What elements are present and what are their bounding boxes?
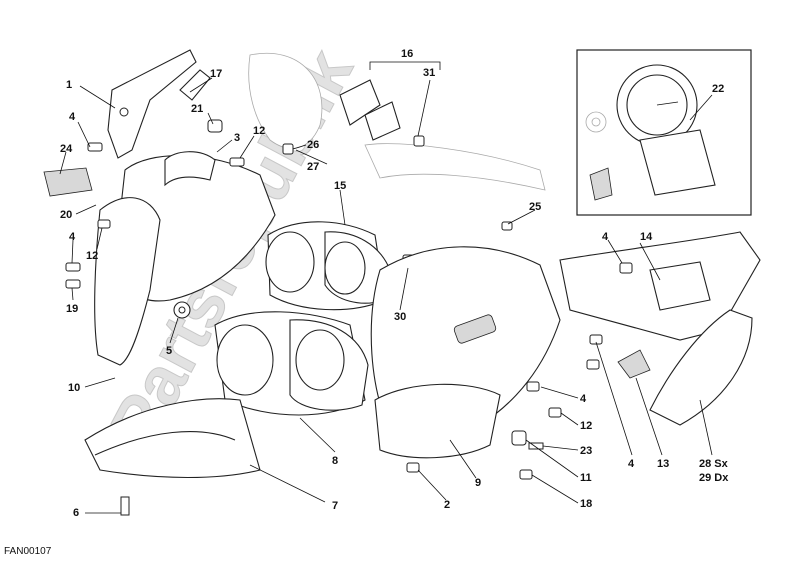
callout-4-lower-right[interactable]: 4 [628,458,635,470]
callout-8[interactable]: 8 [332,455,338,467]
callout-17[interactable]: 17 [210,68,222,80]
instrument-panel-inset[interactable] [576,49,752,216]
callout-5[interactable]: 5 [166,345,172,357]
indicator-cover-set[interactable] [339,61,441,147]
callout-12-right[interactable]: 12 [580,420,592,432]
callout-6[interactable]: 6 [73,507,79,519]
callout-4-upper-left[interactable]: 4 [69,111,76,123]
headlight-upper-assembly[interactable] [265,221,414,311]
callout-22[interactable]: 22 [712,83,724,95]
callout-10[interactable]: 10 [68,382,80,394]
callout-14[interactable]: 14 [640,231,653,243]
callout-4-right-upper[interactable]: 4 [602,231,609,243]
side-plate-part[interactable] [649,309,753,426]
callout-3[interactable]: 3 [234,132,240,144]
callout-16[interactable]: 16 [401,48,413,60]
lower-air-duct[interactable] [84,398,261,516]
rubber-buffer-part[interactable] [43,167,93,197]
callout-12-left[interactable]: 12 [86,250,98,262]
callout-24[interactable]: 24 [60,143,73,155]
callout-31[interactable]: 31 [423,67,435,79]
leader-lines [59,77,713,514]
callout-11[interactable]: 11 [580,472,592,484]
fairing-outline-faint [248,53,546,191]
callout-12-upper[interactable]: 12 [253,125,265,137]
callout-26[interactable]: 26 [307,139,319,151]
upper-bracket-part[interactable] [107,49,211,159]
callout-25[interactable]: 25 [529,201,541,213]
small-bracket-part[interactable] [617,349,651,379]
callout-23[interactable]: 23 [580,445,592,457]
callout-labels: 1 17 21 3 4 24 12 26 27 20 12 4 19 5 10 … [60,48,729,519]
callout-2[interactable]: 2 [444,499,450,511]
callout-13[interactable]: 13 [657,458,669,470]
callout-30[interactable]: 30 [394,311,406,323]
callout-7[interactable]: 7 [332,500,338,512]
callout-20[interactable]: 20 [60,209,72,221]
callout-21[interactable]: 21 [191,103,203,115]
callout-29-dx[interactable]: 29 Dx [699,472,729,484]
left-fairing-inner-panel[interactable] [94,151,276,366]
right-fasteners [406,221,603,480]
callout-15[interactable]: 15 [334,180,346,192]
gear-icon [585,111,607,133]
callout-4-left[interactable]: 4 [69,231,76,243]
callout-4-right-mid[interactable]: 4 [580,393,587,405]
clamp-part[interactable] [173,301,191,319]
callout-18[interactable]: 18 [580,498,592,510]
callout-9[interactable]: 9 [475,477,481,489]
callout-27[interactable]: 27 [307,161,319,173]
headlight-housing[interactable] [370,246,561,459]
left-fasteners [65,119,294,289]
callout-19[interactable]: 19 [66,303,78,315]
callout-28-sx[interactable]: 28 Sx [699,458,729,470]
headlight-lower-assembly[interactable] [214,311,369,416]
callout-1[interactable]: 1 [66,79,72,91]
right-support-bracket[interactable] [559,231,761,341]
diagram-code: FAN00107 [4,546,52,557]
